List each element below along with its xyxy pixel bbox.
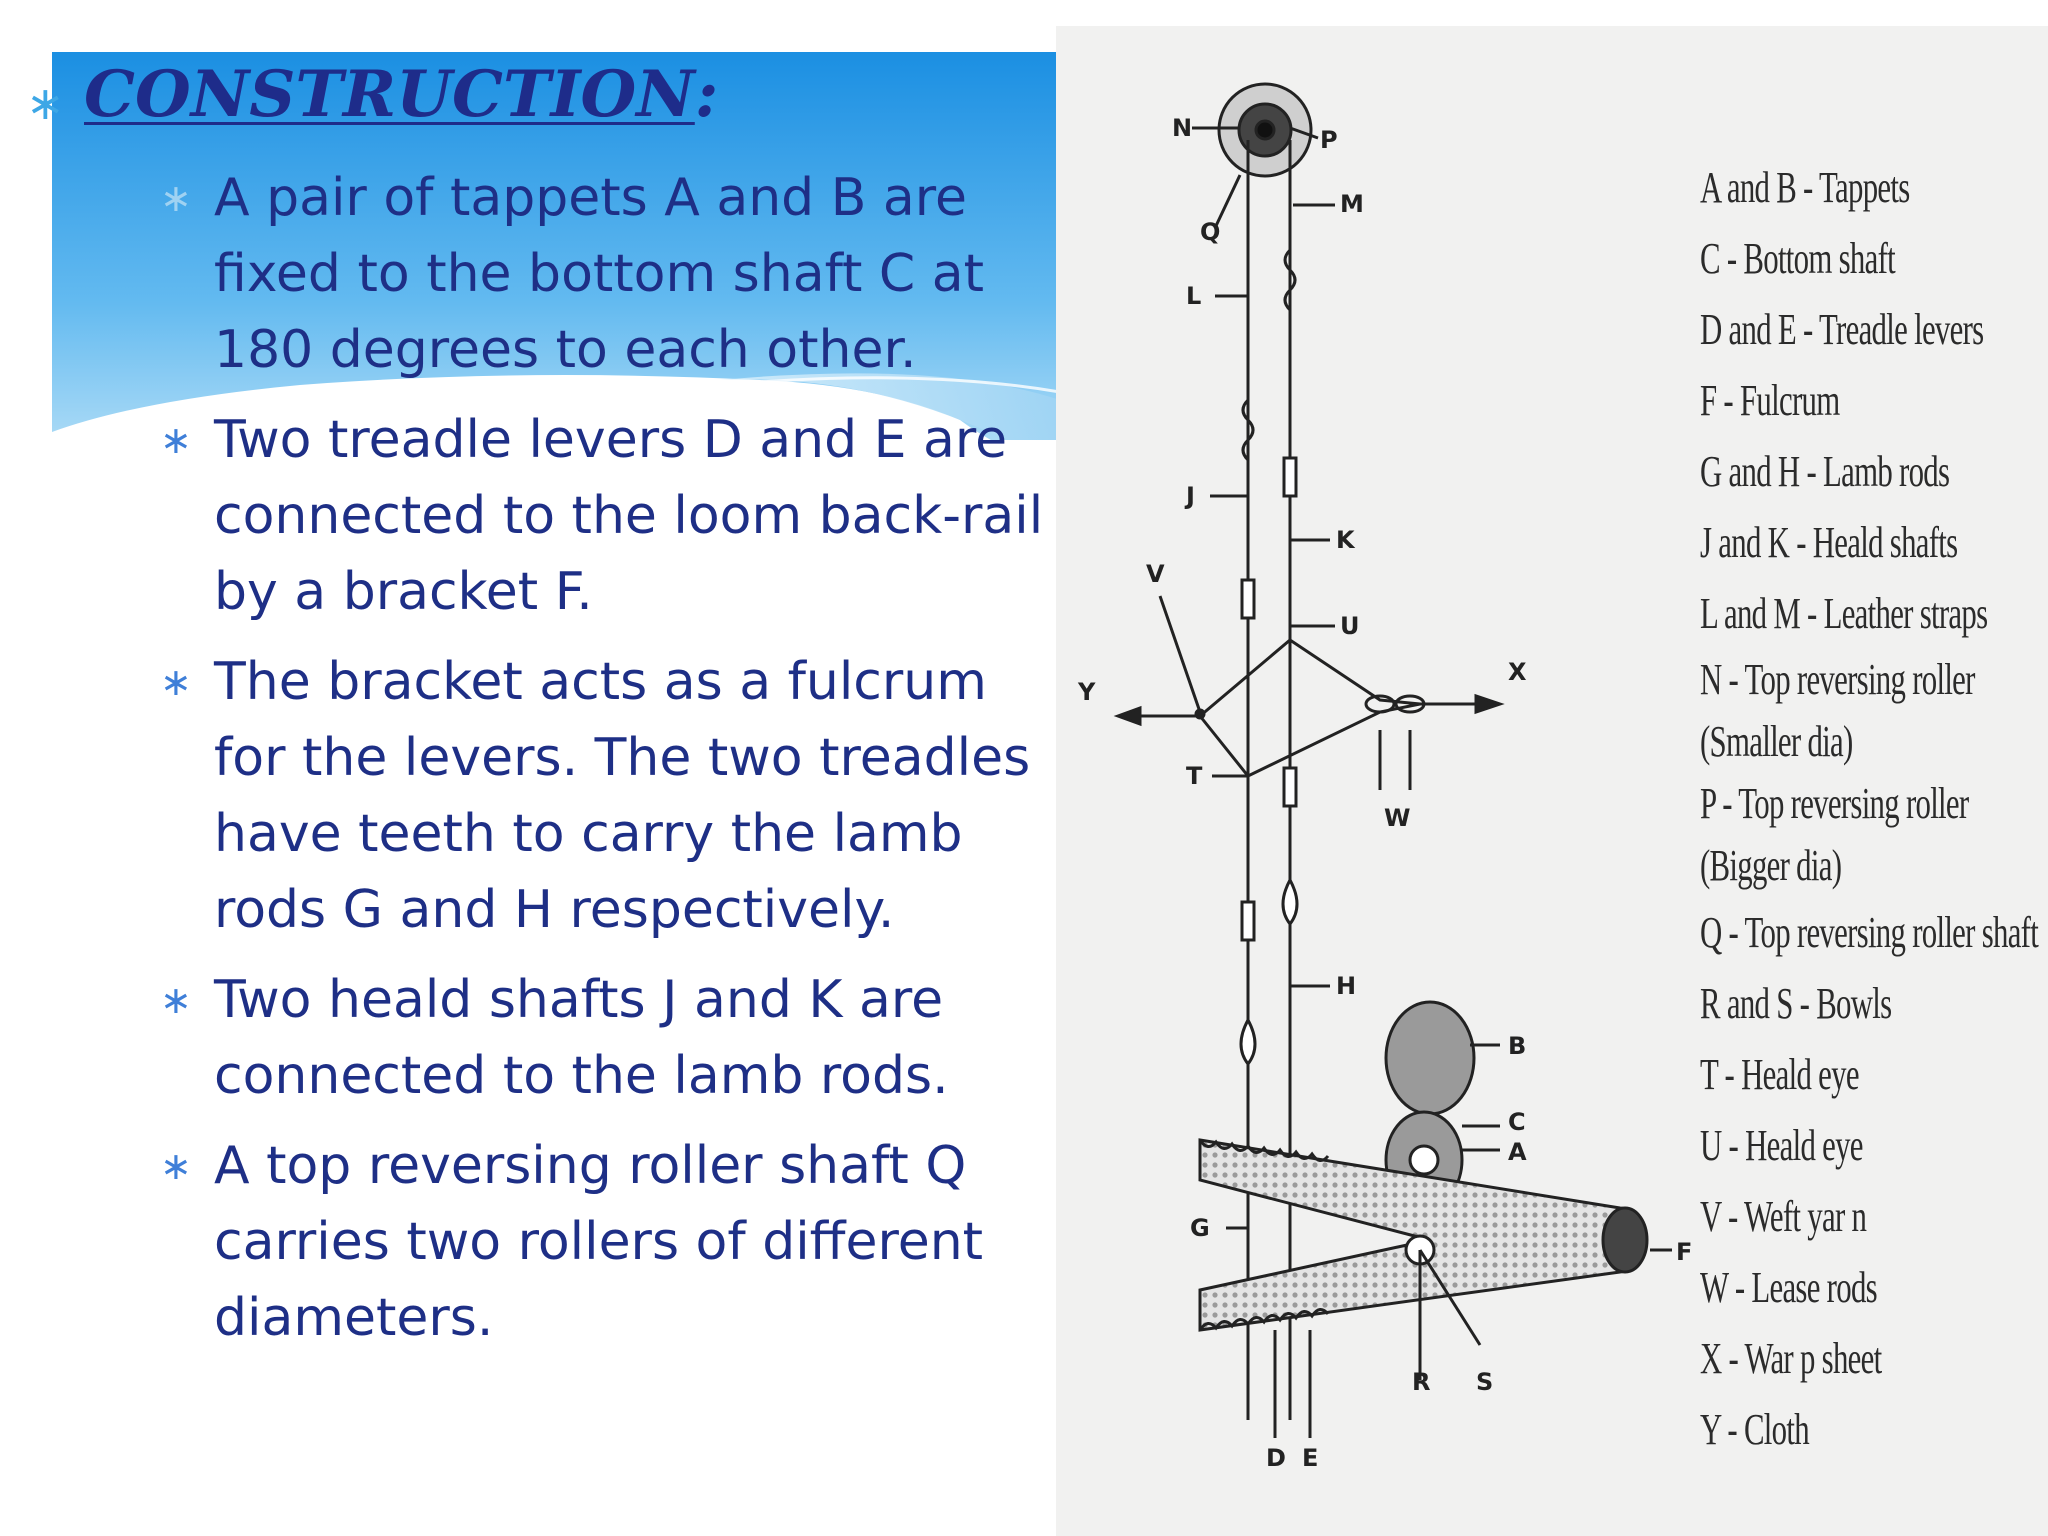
label-w: W xyxy=(1384,804,1410,832)
bullet-icon: ∗ xyxy=(160,176,192,220)
label-k: K xyxy=(1336,526,1356,554)
legend-item: U - Heald eye xyxy=(1700,1121,1863,1170)
bullet-icon: ∗ xyxy=(160,1144,192,1188)
legend-item: D and E - Treadle levers xyxy=(1700,305,1984,354)
legend-item: X - War p sheet xyxy=(1700,1334,1882,1383)
legend-item: A and B - Tappets xyxy=(1700,163,1910,212)
bullet-text: A top reversing roller shaft Q carries t… xyxy=(214,1136,984,1348)
slide-heading: CONSTRUCTION: xyxy=(84,57,719,132)
legend-item: Q - Top reversing roller shaft xyxy=(1700,908,2039,957)
bullet-text: Two treadle levers D and E are connected… xyxy=(214,410,1044,622)
bullet-list: ∗ A pair of tappets A and B are fixed to … xyxy=(160,160,1060,1356)
header-wave-banner xyxy=(52,51,1060,440)
label-x: X xyxy=(1508,658,1527,686)
label-h: H xyxy=(1336,972,1356,1000)
diagram-labels: N P Q M L J K V U X Y T W H B C A G F R xyxy=(1077,114,1692,1472)
bullet-item: ∗ The bracket acts as a fulcrum for the l… xyxy=(160,644,1060,948)
label-c: C xyxy=(1508,1108,1526,1136)
label-y: Y xyxy=(1077,678,1096,706)
legend-item: R and S - Bowls xyxy=(1700,979,1892,1028)
bullet-item: ∗ Two treadle levers D and E are connecte… xyxy=(160,402,1060,630)
fulcrum xyxy=(1601,1206,1649,1274)
label-u: U xyxy=(1340,612,1360,640)
tappet-b xyxy=(1384,1000,1476,1116)
legend-item: N - Top reversing roller (Smaller dia) xyxy=(1700,655,1975,766)
label-j: J xyxy=(1184,482,1195,510)
label-r: R xyxy=(1412,1368,1430,1396)
bullet-item: ∗ A top reversing roller shaft Q carries… xyxy=(160,1128,1060,1356)
legend-item: Y - Cloth xyxy=(1700,1405,1810,1454)
heading-bullet-icon: ∗ xyxy=(26,76,65,130)
legend-item: W - Lease rods xyxy=(1700,1263,1878,1312)
heading-colon: : xyxy=(694,57,719,132)
legend-item: P - Top reversing roller (Bigger dia) xyxy=(1700,779,1969,890)
legend-item: V - Weft yar n xyxy=(1700,1192,1867,1241)
bullet-icon: ∗ xyxy=(160,418,192,462)
label-n: N xyxy=(1172,114,1192,142)
legend-item: F - Fulcrum xyxy=(1700,376,1840,425)
label-q: Q xyxy=(1200,218,1220,246)
bullet-text: The bracket acts as a fulcrum for the le… xyxy=(214,652,1031,940)
diagram-legend: A and B - Tappets C - Bottom shaft D and… xyxy=(1700,152,2048,1465)
label-p: P xyxy=(1320,126,1338,154)
label-t: T xyxy=(1186,762,1203,790)
legend-item: J and K - Heald shafts xyxy=(1700,518,1958,567)
label-l: L xyxy=(1186,282,1201,310)
label-e: E xyxy=(1302,1444,1318,1472)
label-b: B xyxy=(1508,1032,1526,1060)
label-s: S xyxy=(1476,1368,1493,1396)
bullet-item: ∗ Two heald shafts J and K are connected … xyxy=(160,962,1060,1114)
label-f: F xyxy=(1676,1238,1692,1266)
label-a: A xyxy=(1508,1138,1527,1166)
bullet-icon: ∗ xyxy=(160,978,192,1022)
bullet-item: ∗ A pair of tappets A and B are fixed to … xyxy=(160,160,1060,388)
label-g: G xyxy=(1190,1214,1210,1242)
shedding-diagram: N P Q M L J K V U X Y T W H B C A G F R xyxy=(1056,26,2048,1536)
legend-item: T - Heald eye xyxy=(1700,1050,1860,1099)
bullet-text: Two heald shafts J and K are connected t… xyxy=(214,970,949,1106)
bullet-text: A pair of tappets A and B are fixed to t… xyxy=(214,168,984,380)
label-m: M xyxy=(1340,190,1364,218)
bullet-icon: ∗ xyxy=(160,660,192,704)
legend-item: G and H - Lamb rods xyxy=(1700,447,1950,496)
legend-item: L and M - Leather straps xyxy=(1700,589,1988,638)
heading-text: CONSTRUCTION xyxy=(84,57,695,132)
diagram-drawing: N P Q M L J K V U X Y T W H B C A G F R xyxy=(1077,82,1692,1472)
legend-item: C - Bottom shaft xyxy=(1700,234,1896,283)
label-v: V xyxy=(1146,560,1165,588)
label-d: D xyxy=(1266,1444,1286,1472)
